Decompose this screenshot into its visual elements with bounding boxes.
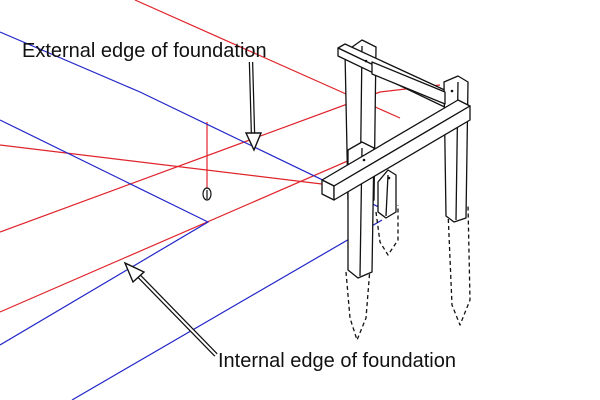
profile-board-frame: [321, 39, 471, 341]
external-edge-arrow: [244, 61, 263, 152]
rail-side: [371, 61, 446, 105]
string-line-lower-left: [0, 91, 381, 233]
external-foundation-edge: [0, 31, 386, 211]
plumb-bob-icon: [202, 187, 212, 201]
string-line-front: [0, 144, 331, 186]
crossbar-front-side: [333, 105, 471, 201]
external-edge-label: External edge of foundation: [22, 40, 267, 62]
nail-marks: [362, 59, 454, 180]
internal-edge-label: Internal edge of foundation: [218, 350, 456, 372]
internal-edge-lower: [71, 219, 383, 400]
internal-foundation-edge: [0, 119, 210, 346]
foundation-edges: [0, 31, 386, 400]
buried-post-outlines: [345, 204, 471, 341]
internal-edge-arrow: [123, 261, 218, 357]
